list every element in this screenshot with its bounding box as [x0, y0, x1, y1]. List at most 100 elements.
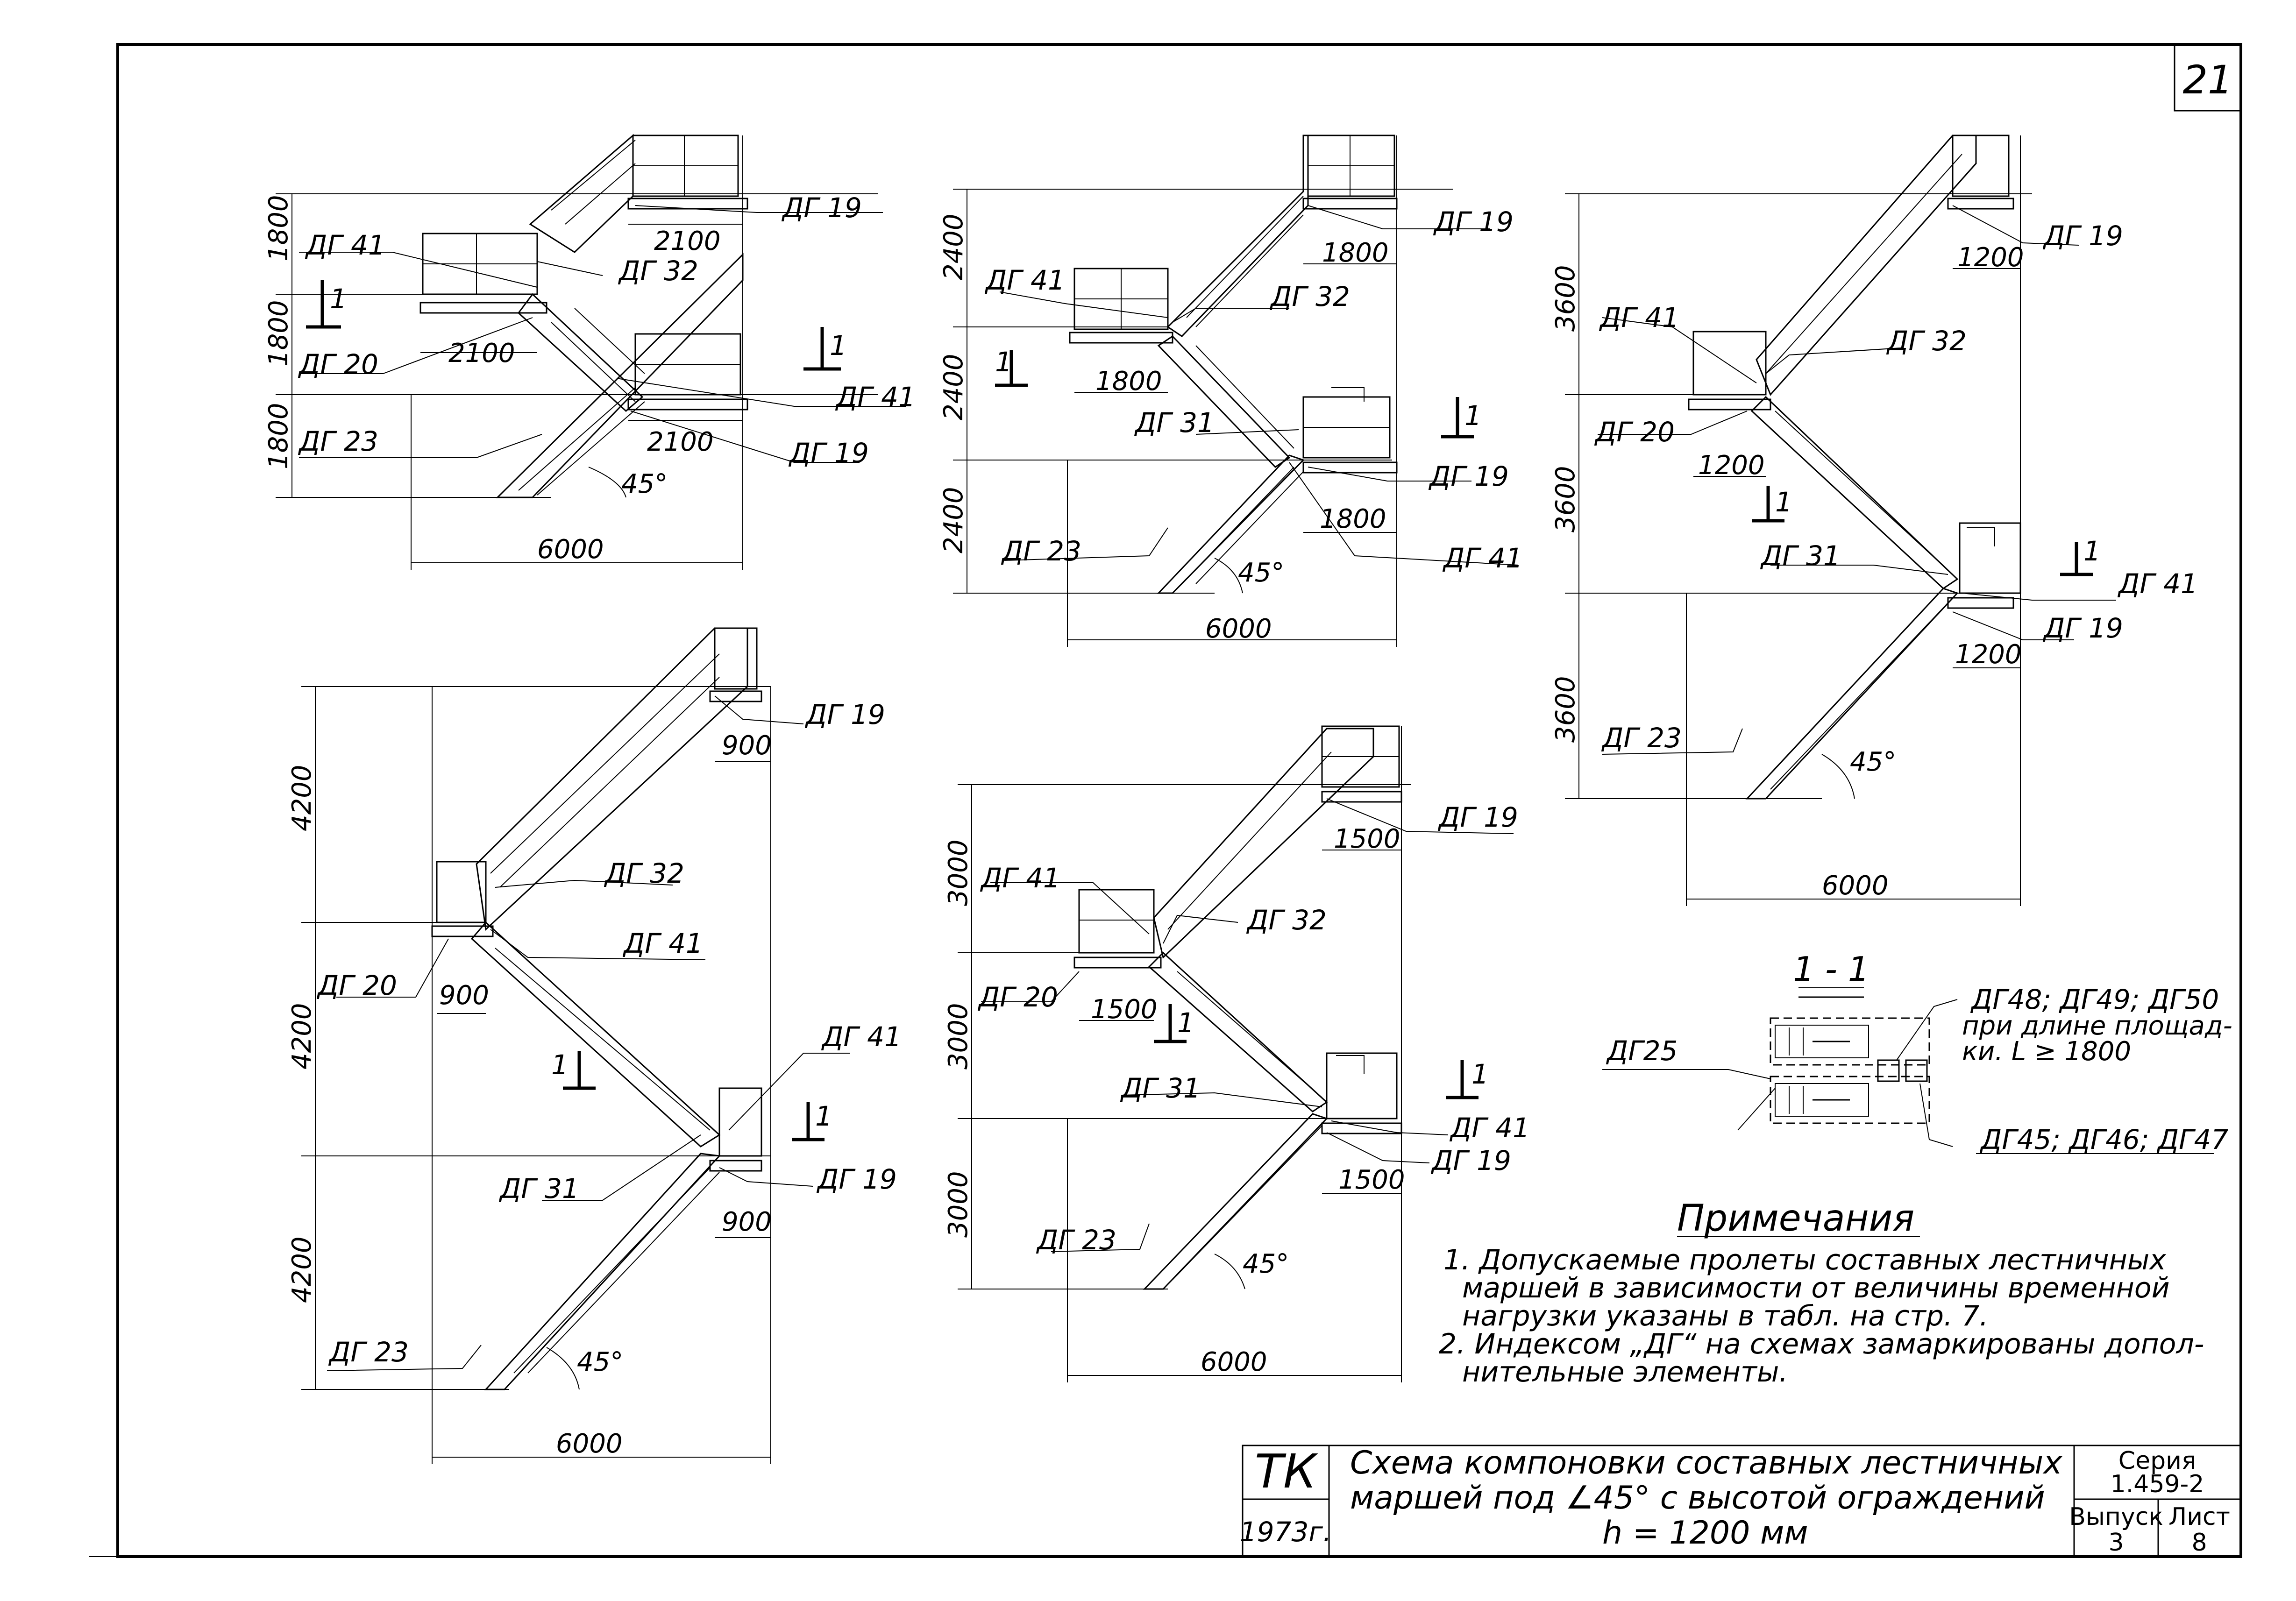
dim-w1: 2100: [654, 226, 721, 256]
section-1-marker-d5b: 1: [1471, 1058, 1489, 1090]
dim-w2: 900: [439, 980, 489, 1011]
diagram-5: 1 1 ДГ 19 ДГ 41 ДГ 32 ДГ 20 ДГ 31 ДГ 41 …: [943, 725, 1530, 1382]
tb-org: ТК: [1255, 1444, 1318, 1499]
dim-total: 6000: [537, 534, 604, 565]
mark-dg20: ДГ 20: [977, 981, 1058, 1013]
dim-w1: 1200: [1957, 242, 2024, 273]
mark-dg41-low: ДГ 41: [1449, 1112, 1530, 1144]
mark-dg23: ДГ 23: [328, 1336, 409, 1368]
notes-title: Примечания: [1677, 1197, 1914, 1240]
note-line-4: 2. Индексом „ДГ“ на схемах замаркированы…: [1439, 1328, 2204, 1360]
mark-dg23: ДГ 23: [1036, 1224, 1116, 1256]
tb-sheet-value: 8: [2191, 1529, 2207, 1557]
mark-dg19-top: ДГ 19: [1437, 801, 1518, 833]
mark-dg41-mid: ДГ 41: [622, 928, 703, 959]
section-1-marker-d5a: 1: [1177, 1007, 1194, 1039]
dim-h2: 1800: [263, 300, 294, 367]
dim-w2: 2100: [448, 338, 515, 368]
dim-w2: 1200: [1698, 450, 1765, 481]
notes: Примечания 1. Допускаемые пролеты состав…: [1439, 1197, 2204, 1388]
dim-h3: 3000: [943, 1171, 974, 1238]
tb-series-label: Серия: [2118, 1447, 2196, 1475]
tb-sheet-label: Лист: [2168, 1503, 2230, 1531]
dim-w1: 1800: [1322, 238, 1389, 268]
mark-dg41-left: ДГ 41: [980, 862, 1060, 894]
dim-h2: 3000: [943, 1003, 974, 1070]
mark-dg20: ДГ 20: [1594, 416, 1675, 448]
dim-h3: 4200: [287, 1236, 317, 1303]
dim-h1: 3600: [1550, 265, 1581, 332]
section-1-marker-d2b: 1: [1464, 400, 1482, 432]
title-block: ТК 1973г. Схема компоновки составных лес…: [1240, 1444, 2242, 1558]
dim-total: 6000: [1201, 1347, 1267, 1377]
mark-dg41-left: ДГ 41: [305, 229, 385, 261]
mark-dg19-top: ДГ 19: [804, 699, 885, 730]
tb-title-1: Схема компоновки составных лестничных: [1350, 1445, 2062, 1481]
dim-h3: 1800: [263, 403, 294, 469]
dim-w3: 1500: [1338, 1165, 1405, 1195]
mark-dg19-low: ДГ 19: [1430, 1145, 1511, 1176]
mark-dg23: ДГ 23: [1601, 722, 1682, 754]
mark-dg32: ДГ 32: [1886, 325, 1967, 357]
tb-issue-label: Выпуск: [2069, 1503, 2163, 1531]
dim-w1: 1500: [1334, 824, 1400, 854]
sheet-number-box: [2174, 43, 2242, 112]
mark-dg41-left: ДГ 41: [1599, 302, 1679, 333]
section-1-1: 1 - 1 ДГ25 ДГ48; ДГ49; ДГ50 при длине пл…: [1602, 949, 2232, 1155]
dim-w3: 2100: [647, 427, 714, 457]
dim-angle: 45°: [1243, 1249, 1289, 1279]
dim-w1: 900: [722, 730, 772, 761]
section-1-marker-d4b: 1: [815, 1100, 832, 1132]
dim-h2: 3600: [1550, 466, 1581, 532]
section-1-marker-d2a: 1: [995, 346, 1012, 378]
note-line-3: нагрузки указаны в табл. на стр. 7.: [1462, 1300, 1988, 1332]
tb-title-3: h = 1200 мм: [1602, 1515, 1808, 1551]
mark-dg19-low: ДГ 19: [788, 437, 869, 469]
note-line-5: нительные элементы.: [1462, 1356, 1788, 1388]
dim-w3: 1200: [1955, 639, 2022, 670]
section-1-marker-d3a: 1: [1775, 486, 1792, 518]
dim-w3: 1800: [1320, 504, 1386, 534]
dim-total: 6000: [1205, 614, 1272, 644]
mark-dg23: ДГ 23: [1001, 535, 1081, 567]
tb-title-2: маршей под ∠45° с высотой ограждений: [1350, 1480, 2045, 1516]
dim-w3: 900: [722, 1207, 772, 1237]
diagram-2: 1 1 ДГ 19 ДГ 41 ДГ 32 ДГ 31 ДГ 19 ДГ 41 …: [938, 135, 1523, 647]
mark-dg20: ДГ 20: [316, 970, 397, 1001]
mark-dg41-left: ДГ 41: [984, 264, 1065, 296]
mark-dg23: ДГ 23: [298, 425, 378, 457]
section-1-marker-d4a: 1: [551, 1049, 569, 1081]
tb-issue-value: 3: [2108, 1529, 2124, 1557]
note-line-2: маршей в зависимости от величины временн…: [1462, 1272, 2170, 1304]
mark-dg19-top: ДГ 19: [781, 192, 862, 224]
dim-h1: 1800: [263, 195, 294, 262]
dim-h2: 2400: [938, 354, 969, 420]
dim-h1: 3000: [943, 839, 974, 906]
dim-h3: 3600: [1550, 676, 1581, 743]
mark-dg31: ДГ 31: [1120, 1072, 1201, 1104]
diagram-1: 1 1 ДГ 19 ДГ 41 ДГ 32 ДГ 20 ДГ 41 ДГ 19 …: [263, 134, 916, 570]
mark-dg31: ДГ 31: [498, 1173, 579, 1204]
mark-dg41-low: ДГ 41: [821, 1021, 902, 1053]
sheet-number: 21: [2183, 57, 2233, 103]
dim-angle: 45°: [1238, 558, 1284, 588]
dim-h3: 2400: [938, 487, 969, 553]
mark-dg32: ДГ 32: [618, 255, 698, 287]
dim-total: 6000: [556, 1429, 623, 1459]
dim-angle: 45°: [621, 469, 668, 499]
mark-dg31: ДГ 31: [1760, 540, 1841, 572]
dim-angle: 45°: [577, 1347, 623, 1377]
dim-angle: 45°: [1850, 747, 1896, 777]
section-label-length-1: при длине площад-: [1962, 1011, 2232, 1041]
mark-dg19-low: ДГ 19: [2042, 612, 2123, 644]
mark-dg41-right: ДГ 41: [835, 381, 916, 413]
mark-dg19-low: ДГ 19: [816, 1163, 897, 1195]
diagram-4: 1 1 ДГ 19 ДГ 32 ДГ 41 ДГ 20 ДГ 41 ДГ 31 …: [287, 627, 902, 1464]
note-line-1: 1. Допускаемые пролеты составных лестнич…: [1443, 1244, 2166, 1276]
mark-dg20: ДГ 20: [298, 348, 378, 380]
dim-h1: 2400: [938, 213, 969, 280]
mark-dg41-low: ДГ 41: [1442, 542, 1523, 574]
section-label-dg25: ДГ25: [1606, 1035, 1678, 1067]
dim-w2: 1500: [1091, 994, 1158, 1025]
section-title: 1 - 1: [1793, 949, 1869, 989]
